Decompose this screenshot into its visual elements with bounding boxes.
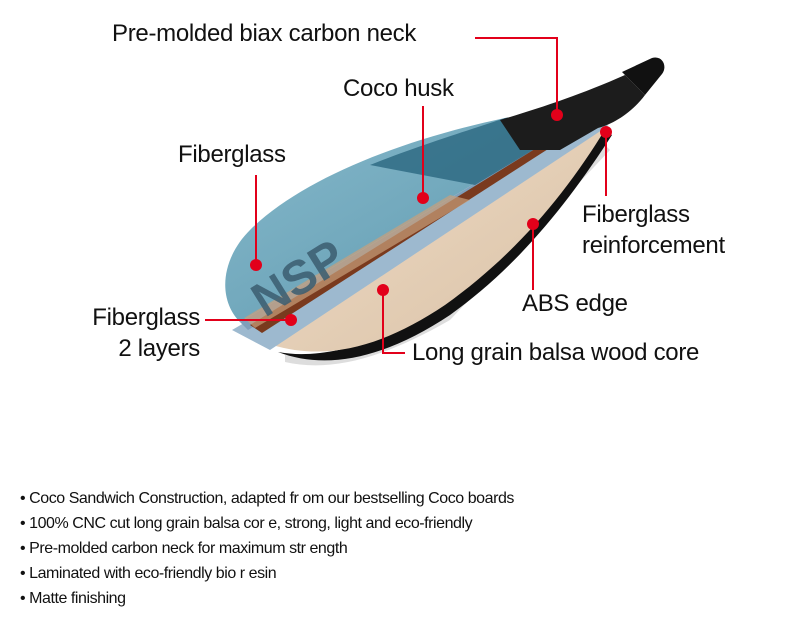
abs-edge-dot — [527, 218, 539, 230]
callout-lines — [205, 37, 607, 354]
neck-dot — [551, 109, 563, 121]
feature-item: Laminated with eco-friendly bio r esin — [20, 561, 514, 586]
abs-edge — [278, 128, 612, 361]
feature-list: Coco Sandwich Construction, adapted fr o… — [20, 486, 514, 611]
reinforcement-label-line2: reinforcement — [582, 232, 725, 259]
two-layers-dot — [285, 314, 297, 326]
balsa-dot — [377, 284, 389, 296]
balsa-core-label: Long grain balsa wood core — [412, 339, 700, 366]
two-layers-label-line1: Fiberglass — [92, 304, 200, 331]
fiberglass-dot — [250, 259, 262, 271]
reinforcement-dot — [600, 126, 612, 138]
abs-edge-label: ABS edge — [522, 290, 628, 317]
feature-item: Coco Sandwich Construction, adapted fr o… — [20, 486, 514, 511]
two-layers-label: Fiberglass 2 layers — [92, 302, 200, 364]
paddle-shadow — [285, 140, 610, 366]
neck-label: Pre-molded biax carbon neck — [112, 20, 417, 47]
two-layers-label-line2: 2 layers — [118, 335, 200, 362]
reinforcement-label-line1: Fiberglass — [582, 201, 690, 228]
reinforcement-label: Fiberglass reinforcement — [582, 199, 725, 261]
paddle-illustration: NSP — [205, 37, 665, 366]
feature-item: Matte finishing — [20, 586, 514, 611]
carbon-neck — [500, 75, 645, 150]
coco-husk-label: Coco husk — [343, 75, 454, 102]
feature-item: Pre-molded carbon neck for maximum str e… — [20, 536, 514, 561]
shaft — [622, 57, 665, 95]
coco-husk-dot — [417, 192, 429, 204]
feature-item: 100% CNC cut long grain balsa cor e, str… — [20, 511, 514, 536]
coco-husk — [244, 195, 470, 328]
fiberglass-label: Fiberglass — [178, 141, 286, 168]
